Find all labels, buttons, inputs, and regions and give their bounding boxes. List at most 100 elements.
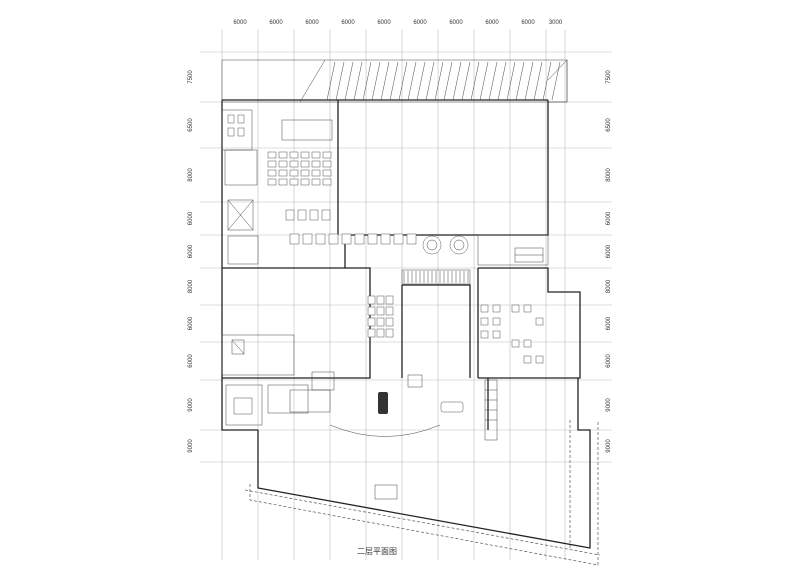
top-dimension-label: 6000 xyxy=(485,20,499,26)
cafe-table xyxy=(492,330,501,339)
table xyxy=(289,233,300,245)
table xyxy=(309,209,319,221)
right-dimension-label: 8000 xyxy=(606,279,612,293)
right-dimension-label: 6500 xyxy=(606,118,612,132)
workstation xyxy=(376,317,385,327)
desk xyxy=(278,178,288,186)
table xyxy=(367,233,378,245)
desk xyxy=(311,151,321,159)
left-dimension-label: 6000 xyxy=(188,316,194,330)
desk xyxy=(267,178,277,186)
cafe-table xyxy=(511,304,520,313)
cafe-table xyxy=(535,355,544,364)
atrium-stair xyxy=(401,269,471,285)
workstation xyxy=(367,295,376,305)
top-dimension-label: 6000 xyxy=(449,20,463,26)
core-left xyxy=(221,109,333,265)
desk xyxy=(322,169,332,177)
cafe-table xyxy=(480,330,489,339)
desk xyxy=(300,178,310,186)
lower-left-rooms xyxy=(221,334,335,426)
right-dimension-label: 7500 xyxy=(606,70,612,84)
service-area xyxy=(477,234,549,266)
cafe-table xyxy=(492,304,501,313)
table xyxy=(285,209,295,221)
table xyxy=(297,209,307,221)
cafe-table xyxy=(523,339,532,348)
left-dimension-label: 8000 xyxy=(188,168,194,182)
top-dimension-label: 6000 xyxy=(377,20,391,26)
desk xyxy=(300,169,310,177)
desk xyxy=(267,151,277,159)
top-dimension-label: 6000 xyxy=(521,20,535,26)
right-dimension-label: 6000 xyxy=(606,354,612,368)
workstation xyxy=(367,317,376,327)
desk xyxy=(311,169,321,177)
desk xyxy=(278,160,288,168)
top-dimension-label: 6000 xyxy=(413,20,427,26)
workstation xyxy=(376,306,385,316)
lower-canopy xyxy=(244,420,601,566)
round-tables xyxy=(422,235,469,255)
desk xyxy=(311,160,321,168)
workstation xyxy=(385,317,394,327)
seating-row-upper xyxy=(285,209,331,221)
classroom-desks xyxy=(267,151,332,186)
office-workstations xyxy=(367,295,394,338)
table xyxy=(380,233,391,245)
table xyxy=(328,233,339,245)
top-dimension-label: 6000 xyxy=(269,20,283,26)
table xyxy=(315,233,326,245)
cafe-table xyxy=(480,317,489,326)
cafe-table xyxy=(523,355,532,364)
table xyxy=(321,209,331,221)
desk xyxy=(322,160,332,168)
desk xyxy=(322,151,332,159)
workstation xyxy=(367,306,376,316)
right-dimension-label: 6000 xyxy=(606,211,612,225)
desk xyxy=(300,151,310,159)
table xyxy=(393,233,404,245)
cafe-table xyxy=(523,304,532,313)
cafe-table xyxy=(511,339,520,348)
left-dimension-label: 9000 xyxy=(188,439,194,453)
building-outline xyxy=(221,99,591,549)
workstation xyxy=(376,328,385,338)
right-dimension-label: 8000 xyxy=(606,168,612,182)
cafe-table xyxy=(480,304,489,313)
left-dimension-label: 6000 xyxy=(188,244,194,258)
axis-grid xyxy=(200,30,612,560)
desk xyxy=(289,178,299,186)
drawing-title: 二层平面图 xyxy=(357,547,397,556)
desk xyxy=(267,160,277,168)
lobby-display xyxy=(329,374,498,441)
cafe-tables xyxy=(480,304,544,364)
left-dimension-label: 6500 xyxy=(188,118,194,132)
top-dimension-label: 6000 xyxy=(305,20,319,26)
left-dimension-label: 6000 xyxy=(188,211,194,225)
left-dimension-label: 9000 xyxy=(188,398,194,412)
desk xyxy=(267,169,277,177)
cafe-table xyxy=(492,317,501,326)
table xyxy=(302,233,313,245)
desk xyxy=(278,169,288,177)
roof-canopy xyxy=(221,59,568,103)
workstation xyxy=(367,328,376,338)
right-dimension-label: 6000 xyxy=(606,316,612,330)
desk xyxy=(300,160,310,168)
cafe-table xyxy=(535,317,544,326)
top-dimension-label: 6000 xyxy=(233,20,247,26)
table xyxy=(406,233,417,245)
desk xyxy=(289,169,299,177)
right-dimension-label: 6000 xyxy=(606,244,612,258)
left-dimension-label: 8000 xyxy=(188,279,194,293)
workstation xyxy=(385,306,394,316)
seating-row-lower xyxy=(289,233,417,245)
right-dimension-label: 9000 xyxy=(606,398,612,412)
left-dimension-label: 7500 xyxy=(188,70,194,84)
desk xyxy=(322,178,332,186)
top-dimension-label: 6000 xyxy=(341,20,355,26)
desk xyxy=(278,151,288,159)
